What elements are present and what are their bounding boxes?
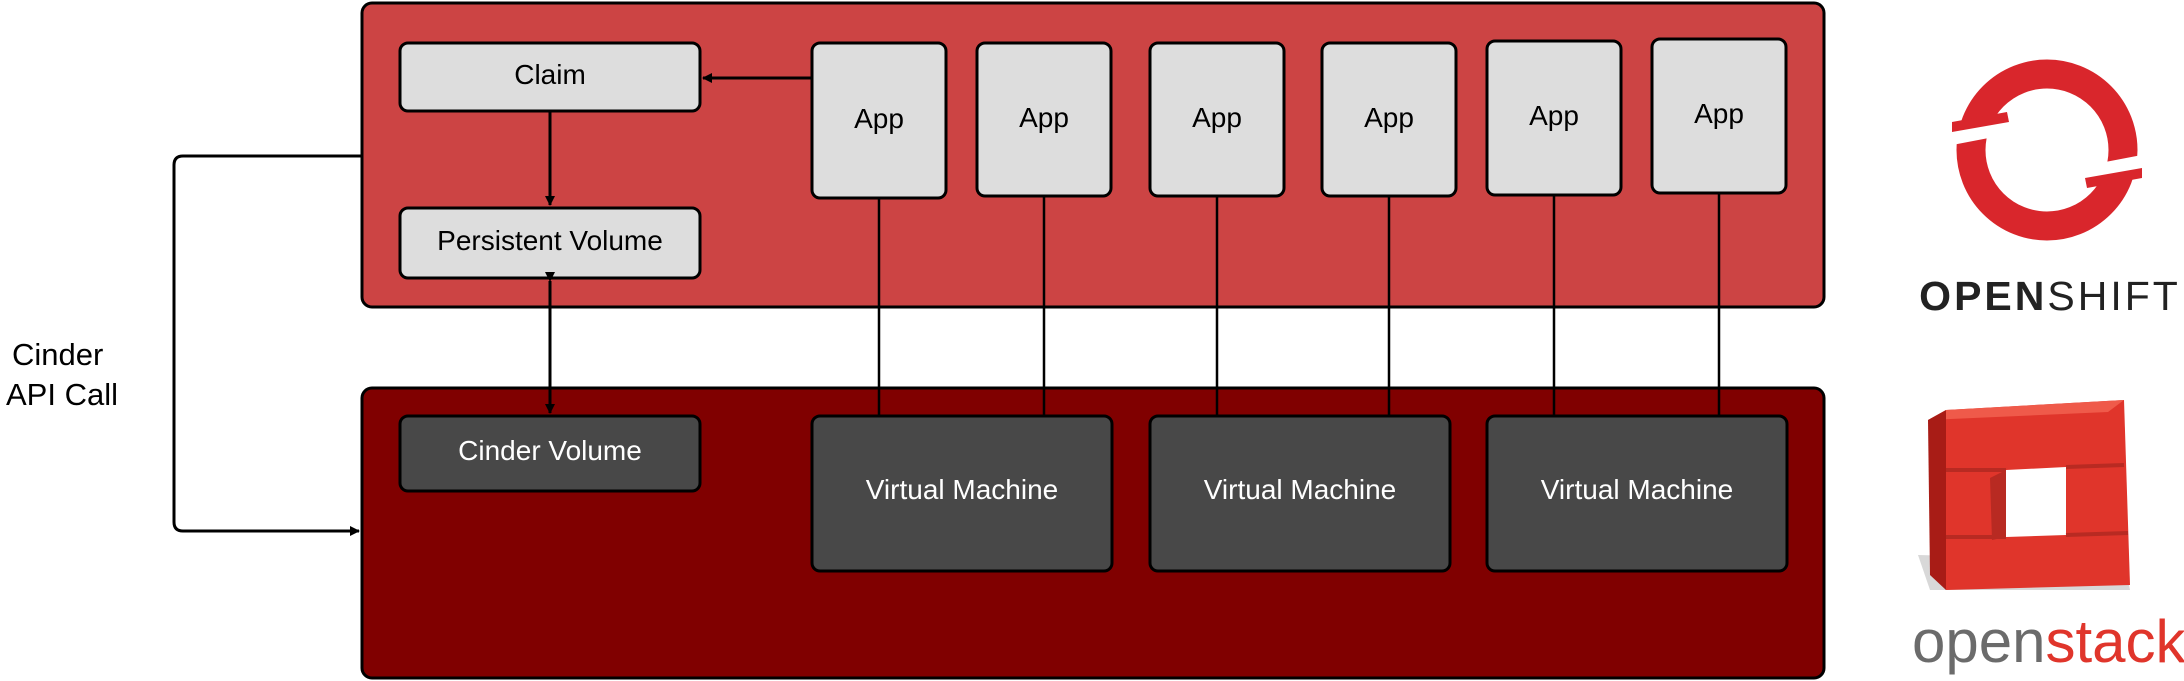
openshift-wordmark-shift: SHIFT xyxy=(2047,273,2180,319)
app-box: App xyxy=(1650,37,1788,195)
app-box: App xyxy=(1485,39,1623,197)
openshift-wordmark-open: OPEN xyxy=(1919,273,2047,319)
app-box: App xyxy=(810,41,948,200)
cinder-api-call-line2: API Call xyxy=(6,377,118,412)
openstack-cube-icon xyxy=(1918,400,2130,590)
app-label: App xyxy=(1364,102,1414,133)
claim-box: Claim xyxy=(398,41,702,113)
cinder-volume-label: Cinder Volume xyxy=(458,435,642,466)
app-box: App xyxy=(1320,41,1458,198)
cinder-api-call-label: Cinder API Call xyxy=(6,337,118,412)
claim-label: Claim xyxy=(514,59,586,90)
app-vm-connectors xyxy=(877,193,1721,416)
app-label: App xyxy=(1529,100,1579,131)
virtual-machine-label: Virtual Machine xyxy=(1204,474,1396,505)
virtual-machine-box: Virtual Machine xyxy=(1148,414,1452,573)
openstack-logo: openstack™ xyxy=(1912,400,2184,675)
app-box: App xyxy=(1148,41,1286,198)
cinder-volume-box: Cinder Volume xyxy=(398,414,702,493)
cinder-api-call-line1: Cinder xyxy=(12,337,103,372)
virtual-machine-box: Virtual Machine xyxy=(810,414,1114,573)
app-label: App xyxy=(1019,102,1069,133)
app-label: App xyxy=(1192,102,1242,133)
virtual-machine-label: Virtual Machine xyxy=(1541,474,1733,505)
openshift-logo: OPENSHIFT xyxy=(1919,59,2181,319)
app-box: App xyxy=(975,41,1113,198)
app-label: App xyxy=(854,103,904,134)
openshift-ring-icon xyxy=(1947,59,2147,241)
virtual-machine-box: Virtual Machine xyxy=(1485,414,1789,573)
cinder-api-call-arrow xyxy=(172,154,362,536)
openshift-wordmark: OPENSHIFT xyxy=(1919,273,2181,319)
arrows xyxy=(172,73,812,536)
persistent-volume-label: Persistent Volume xyxy=(437,225,663,256)
openstack-wordmark-stack: stack xyxy=(2045,608,2184,675)
persistent-volume-box: Persistent Volume xyxy=(398,206,702,280)
openstack-wordmark-open: open xyxy=(1912,608,2045,675)
openstack-wordmark: openstack™ xyxy=(1912,608,2184,675)
virtual-machine-label: Virtual Machine xyxy=(866,474,1058,505)
app-label: App xyxy=(1694,98,1744,129)
